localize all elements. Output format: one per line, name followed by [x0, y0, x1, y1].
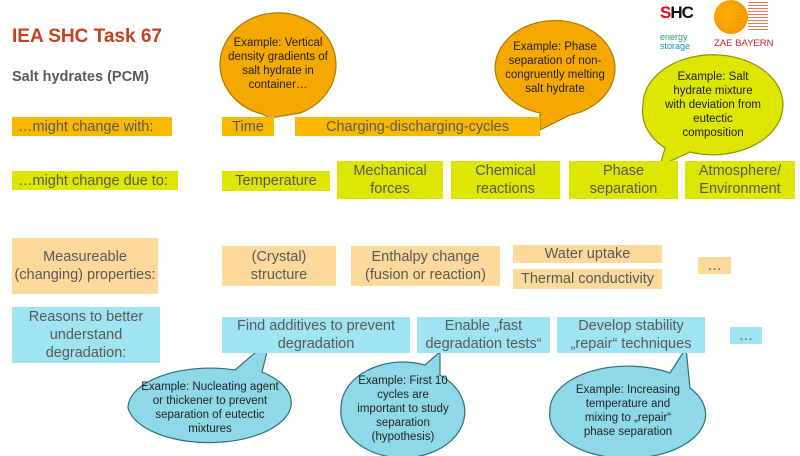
- item-repair-techniques: Develop stability „repair“ techniques: [557, 317, 705, 353]
- callout-text-2: Example: Phase separation of non-congrue…: [505, 41, 605, 95]
- callout-bubble-5: [340, 350, 466, 456]
- callout-text-6: Example: Increasing temperature and mixi…: [575, 384, 681, 438]
- item-find-additives: Find additives to prevent degradation: [222, 317, 410, 353]
- item-more-reasons: …: [730, 327, 762, 344]
- callout-text-1: Example: Vertical density gradients of s…: [228, 37, 328, 91]
- item-water-uptake: Water uptake: [513, 245, 662, 263]
- item-mechanical-forces: Mechanical forces: [337, 161, 443, 199]
- callout-text-3: Example: Salt hydrate mixture with devia…: [665, 71, 761, 139]
- item-atmosphere: Atmosphere/ Environment: [685, 161, 795, 199]
- callout-bubble-6: [549, 346, 707, 456]
- zae-bayern-logo-sun: [714, 0, 748, 34]
- callout-bubble-4: [127, 338, 292, 444]
- item-thermal-conductivity: Thermal conductivity: [513, 269, 662, 289]
- item-enthalpy-change: Enthalpy change (fusion or reaction): [351, 246, 500, 286]
- callout-bubble-1: [219, 12, 337, 119]
- row-label-change-due: …might change due to:: [12, 171, 178, 190]
- item-fast-degradation-tests: Enable „fast degradation tests“: [417, 317, 550, 353]
- callout-bubble-3: [641, 54, 784, 168]
- row-label-reasons: Reasons to better understand degradation…: [12, 307, 160, 363]
- item-phase-separation: Phase separation: [569, 161, 678, 199]
- callout-text-5: Example: First 10 cycles are important t…: [357, 375, 449, 443]
- item-time: Time: [222, 117, 274, 136]
- item-more-properties: …: [698, 257, 731, 274]
- callout-bubble-2: [494, 19, 616, 131]
- item-crystal-structure: (Crystal) structure: [222, 246, 336, 286]
- item-chemical-reactions: Chemical reactions: [451, 161, 560, 199]
- zae-bayern-logo-stripes: [748, 2, 768, 32]
- row-label-change-with: …might change with:: [12, 117, 172, 136]
- slide-subtitle: Salt hydrates (PCM): [12, 69, 149, 85]
- shc-logo: SHC: [660, 3, 694, 22]
- zae-bayern-logo-text: ZAE BAYERN: [714, 38, 774, 49]
- callout-text-4: Example: Nucleating agent or thickener t…: [141, 381, 279, 435]
- item-charging-cycles: Charging-discharging-cycles: [295, 117, 540, 136]
- slide-title: IEA SHC Task 67: [12, 26, 162, 47]
- item-temperature: Temperature: [222, 171, 330, 191]
- row-label-properties: Measureable (changing) properties:: [12, 238, 158, 294]
